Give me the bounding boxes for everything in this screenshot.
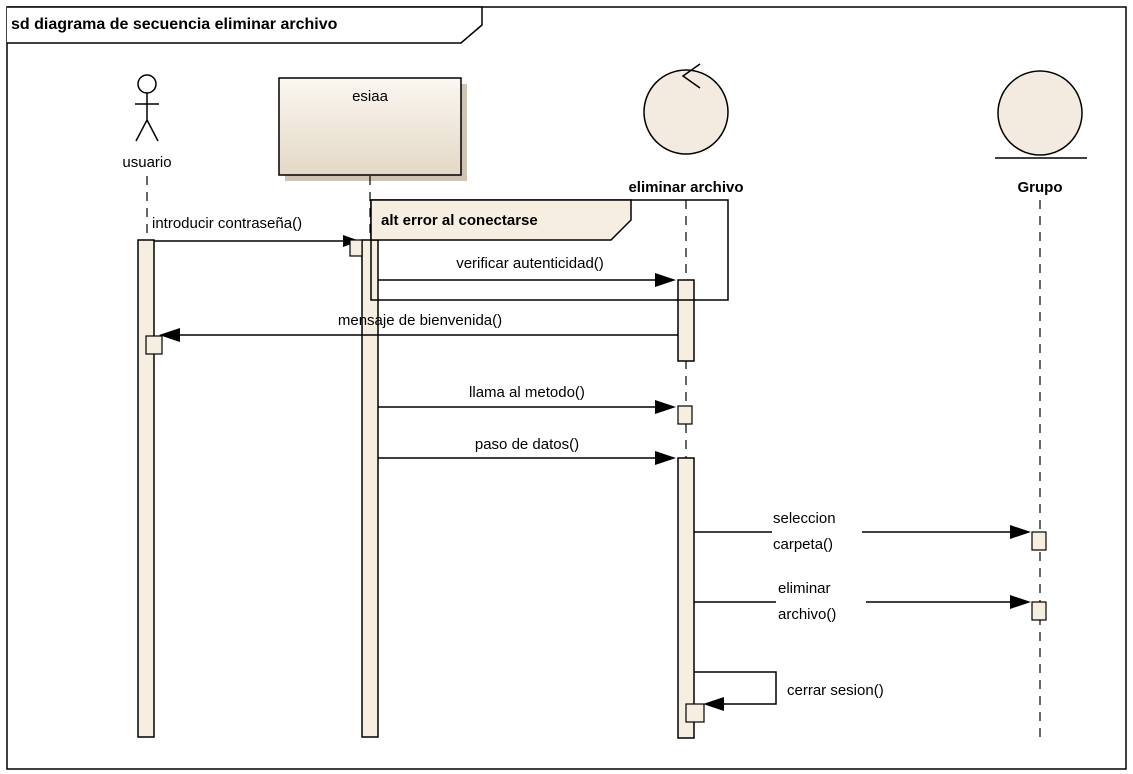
- participant-eliminar-archivo[interactable]: eliminar archivo: [628, 63, 744, 196]
- participant-label-eliminar-archivo: eliminar archivo: [628, 179, 743, 196]
- message-label: llama al metodo(): [469, 384, 585, 401]
- message-label-line2: carpeta(): [773, 536, 833, 553]
- message-seleccion-carpeta[interactable]: seleccion carpeta(): [694, 510, 1047, 553]
- actor-icon: [135, 74, 159, 142]
- message-cerrar-sesion[interactable]: cerrar sesion(): [685, 671, 884, 723]
- message-label-line1: seleccion: [773, 510, 836, 527]
- participant-label-grupo: Grupo: [1018, 179, 1063, 196]
- message-label: cerrar sesion(): [787, 682, 884, 699]
- activation-eliminar-1: [677, 279, 695, 362]
- message-introducir-contrasena[interactable]: introducir contraseña(): [152, 215, 363, 257]
- message-verificar-autenticidad[interactable]: verificar autenticidad(): [378, 255, 676, 287]
- participant-esiaa[interactable]: esiaa: [278, 77, 467, 181]
- participant-label-usuario: usuario: [122, 154, 171, 171]
- participant-grupo[interactable]: Grupo: [995, 70, 1087, 196]
- message-label: mensaje de bienvenida(): [338, 312, 502, 329]
- participant-usuario[interactable]: usuario: [122, 74, 172, 171]
- activation-esiaa: [361, 239, 379, 738]
- frame-title: sd diagrama de secuencia eliminar archiv…: [11, 16, 338, 33]
- activation-eliminar-2: [677, 457, 695, 739]
- message-llama-al-metodo[interactable]: llama al metodo(): [378, 384, 693, 425]
- message-paso-de-datos[interactable]: paso de datos(): [378, 436, 676, 465]
- message-label: introducir contraseña(): [152, 215, 302, 232]
- alt-fragment: alt error al conectarse: [370, 199, 729, 301]
- alt-fragment-label: alt error al conectarse: [381, 212, 538, 229]
- control-arrow-icon: [681, 63, 701, 89]
- message-label-line2: archivo(): [778, 606, 836, 623]
- activation-usuario: [137, 239, 155, 738]
- control-icon: [643, 69, 729, 155]
- diagram-frame: sd diagrama de secuencia eliminar archiv…: [6, 6, 1127, 770]
- message-eliminar-archivo[interactable]: eliminar archivo(): [694, 580, 1047, 623]
- entity-icon: [997, 70, 1083, 156]
- message-mensaje-de-bienvenida[interactable]: mensaje de bienvenida(): [145, 312, 678, 355]
- message-label: paso de datos(): [475, 436, 579, 453]
- message-label: verificar autenticidad(): [456, 255, 604, 272]
- message-label-line1: eliminar: [778, 580, 831, 597]
- participant-label-esiaa: esiaa: [352, 88, 389, 105]
